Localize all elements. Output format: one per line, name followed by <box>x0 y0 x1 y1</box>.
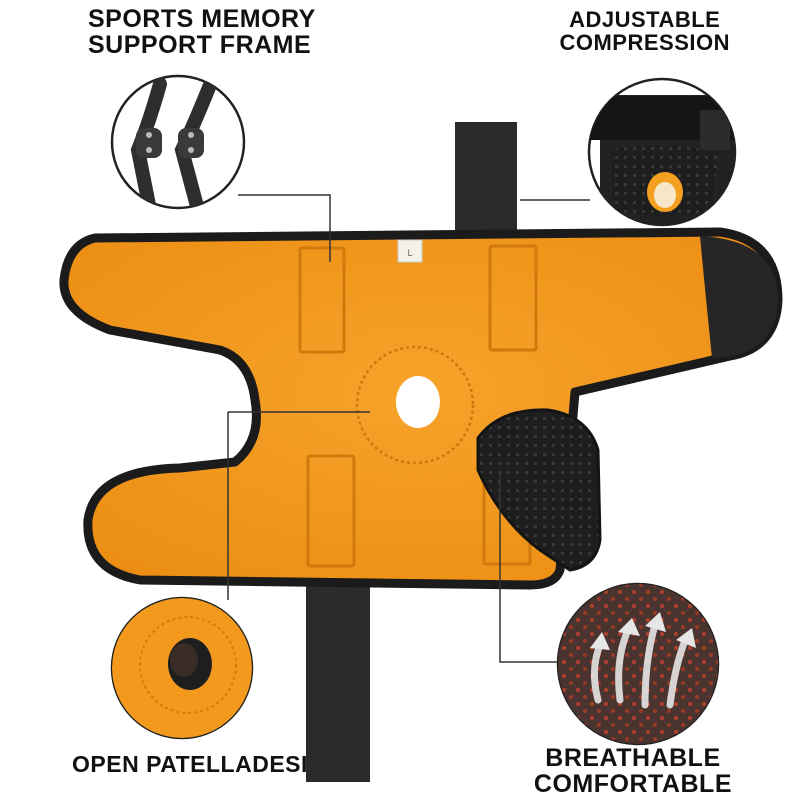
label-line: SUPPORT FRAME <box>88 31 312 60</box>
inset-support-frame <box>110 74 246 210</box>
label-line: COMPRESSION <box>559 30 730 56</box>
velcro-flap <box>476 408 602 572</box>
size-tag-text: L <box>407 248 412 258</box>
label-open-patella-design: OPEN PATELLADESIGN <box>72 752 343 776</box>
label-adjustable-compression: ADJUSTABLE COMPRESSION <box>559 8 730 54</box>
patella-opening <box>396 376 440 428</box>
patella-ring <box>355 345 475 465</box>
label-breathable-comfortable: BREATHABLE COMFORTABLE <box>534 745 732 798</box>
velcro-tip-top <box>700 236 778 358</box>
bottom-strap <box>306 560 370 782</box>
label-line: OPEN PATELLADESIGN <box>72 751 344 777</box>
callout-lines <box>227 194 590 663</box>
label-line: COMFORTABLE <box>533 770 732 799</box>
label-line: ADJUSTABLE <box>569 7 721 32</box>
label-sports-memory-support-frame: SPORTS MEMORY SUPPORT FRAME <box>88 6 316 59</box>
inset-adjustable-compression <box>587 77 737 227</box>
inset-open-patella <box>110 596 254 740</box>
inset-breathable-mesh <box>556 582 720 746</box>
size-tag: L <box>397 239 423 263</box>
label-line: SPORTS MEMORY <box>88 5 316 33</box>
label-line: BREATHABLE <box>545 744 721 772</box>
